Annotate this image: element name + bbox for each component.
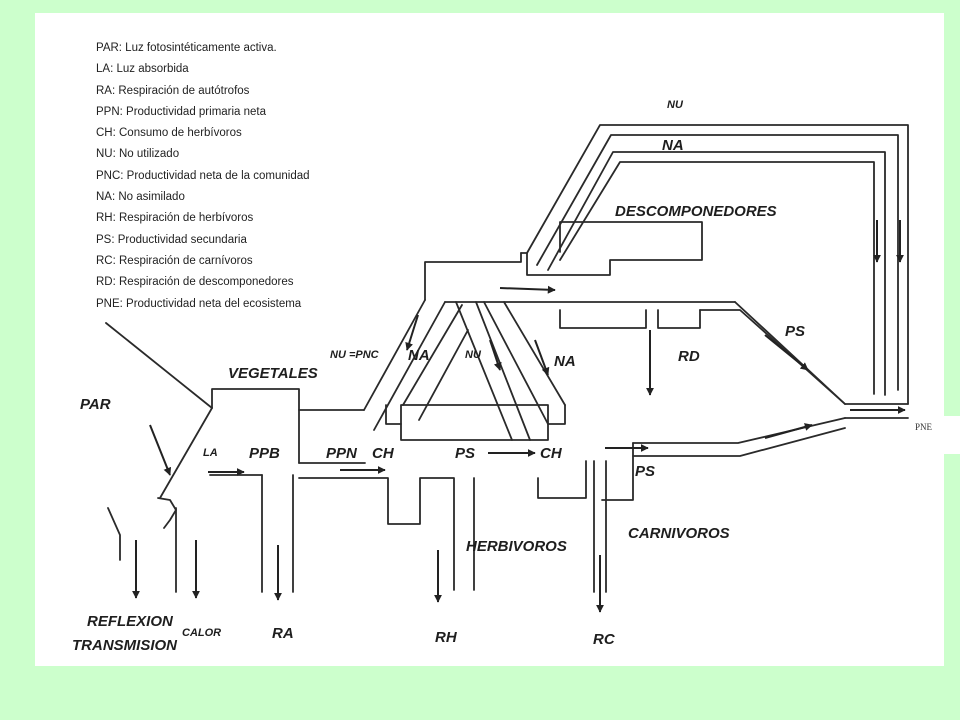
label-transmision: TRANSMISION: [72, 637, 178, 654]
label-la: LA: [203, 447, 218, 459]
vegetales-top-outline: [211, 388, 365, 411]
legend-item-la: LA: Luz absorbida: [96, 63, 189, 76]
herbivoros-bottom-box: [537, 460, 587, 499]
nu-loop-outer: [526, 124, 909, 405]
channel-nu-pnc-right: [373, 301, 446, 431]
label-ps-mid: PS: [455, 445, 475, 462]
label-vegetales: VEGETALES: [228, 365, 318, 382]
ps-down-channel-top: [734, 301, 846, 405]
herbivoros-top-outline: [385, 404, 566, 425]
label-ps-low: PS: [635, 463, 655, 480]
label-rd: RD: [678, 348, 700, 365]
label-reflexion: REFLEXION: [87, 613, 174, 630]
legend-list: PAR: Luz fotosintéticamente activa. LA: …: [96, 38, 310, 315]
label-ps-right: PS: [785, 323, 805, 340]
content-panel: [35, 13, 944, 666]
legend-item-nu: NU: No utilizado: [96, 148, 180, 161]
label-ch-2: CH: [540, 445, 563, 462]
descomponedores-left-outline: [424, 252, 522, 301]
label-ch-1: CH: [372, 445, 395, 462]
legend-leader-line: [105, 322, 213, 409]
label-par: PAR: [80, 396, 111, 413]
label-na-left: NA: [408, 347, 430, 364]
ps-down-channel-bottom: [699, 309, 846, 405]
label-na-mid: NA: [554, 353, 576, 370]
nu-loop-inner: [536, 134, 899, 391]
legend-item-ps: PS: Productividad secundaria: [96, 233, 247, 246]
reflexion-stroke: [107, 507, 121, 561]
na-loop-outer: [547, 151, 886, 396]
ppn-channel-bottom: [298, 477, 455, 591]
vegetales-left-outline: [159, 407, 213, 499]
legend-item-na: NA: No asimilado: [96, 191, 185, 204]
label-rc: RC: [593, 631, 616, 648]
label-calor: CALOR: [182, 627, 221, 639]
channel-na-left: [402, 304, 463, 406]
ps-return-channel-bottom: [632, 427, 846, 457]
channel-nu-mid-right: [475, 301, 531, 441]
transmision-stroke: [157, 497, 177, 529]
na-loop-inner: [559, 161, 875, 395]
ps-return-arrow: [764, 423, 813, 439]
channel-nu-mid-left: [455, 301, 513, 441]
legend-item-rc: RC: Respiración de carnívoros: [96, 254, 253, 267]
ps-right-arrow: [764, 334, 809, 371]
label-nu-pnc: NU =PNC: [330, 349, 380, 361]
ps-return-channel-top: [632, 417, 846, 444]
descomponedores-arrow: [499, 285, 556, 294]
legend-item-ra: RA: Respiración de autótrofos: [96, 84, 250, 97]
label-nu-mid: NU: [465, 349, 482, 361]
channel-nu-pnc-left: [363, 299, 426, 411]
label-na-top: NA: [662, 137, 684, 154]
pne-tab: PNE: [909, 416, 960, 454]
label-rh: RH: [435, 629, 458, 646]
par-arrow: [149, 424, 172, 476]
flow-channels: [105, 124, 909, 593]
carnivoros-box: [601, 442, 634, 501]
rd-box-left: [559, 309, 647, 329]
channel-na-mid-right: [503, 301, 566, 406]
flow-arrows: [132, 220, 906, 613]
label-descomponedores: DESCOMPONEDORES: [615, 203, 777, 220]
channel-na-mid-left: [483, 301, 549, 425]
label-ppb: PPB: [249, 445, 280, 462]
legend-item-pnc: PNC: Productividad neta de la comunidad: [96, 169, 310, 182]
legend-item-par: PAR: Luz fotosintéticamente activa.: [96, 42, 277, 54]
legend-item-rh: RH: Respiración de herbívoros: [96, 212, 254, 225]
label-carnivoros: CARNIVOROS: [628, 525, 730, 542]
label-nu-top: NU: [667, 99, 684, 111]
channel-na-right: [418, 329, 469, 421]
legend-item-rd: RD: Respiración de descomponedores: [96, 276, 294, 289]
diagram-labels: NU NA DESCOMPONEDORES PS RD NU =PNC NA N…: [72, 99, 805, 654]
na-left-arrow: [405, 314, 419, 351]
legend-item-ch: CH: Consumo de herbívoros: [96, 127, 242, 140]
rd-box-right: [657, 309, 701, 329]
pne-tab-label: PNE: [915, 422, 933, 432]
na-mid-arrow: [534, 339, 550, 376]
descomponedores-box: [520, 221, 703, 276]
herbivoros-inner: [400, 423, 549, 441]
label-herbivoros: HERBIVOROS: [466, 538, 567, 555]
label-ppn: PPN: [326, 445, 358, 462]
legend-item-pne: PNE: Productividad neta del ecosistema: [96, 297, 302, 310]
legend-item-ppn: PPN: Productividad primaria neta: [96, 105, 267, 118]
nu-mid-arrow: [489, 339, 502, 371]
label-ra: RA: [272, 625, 294, 642]
